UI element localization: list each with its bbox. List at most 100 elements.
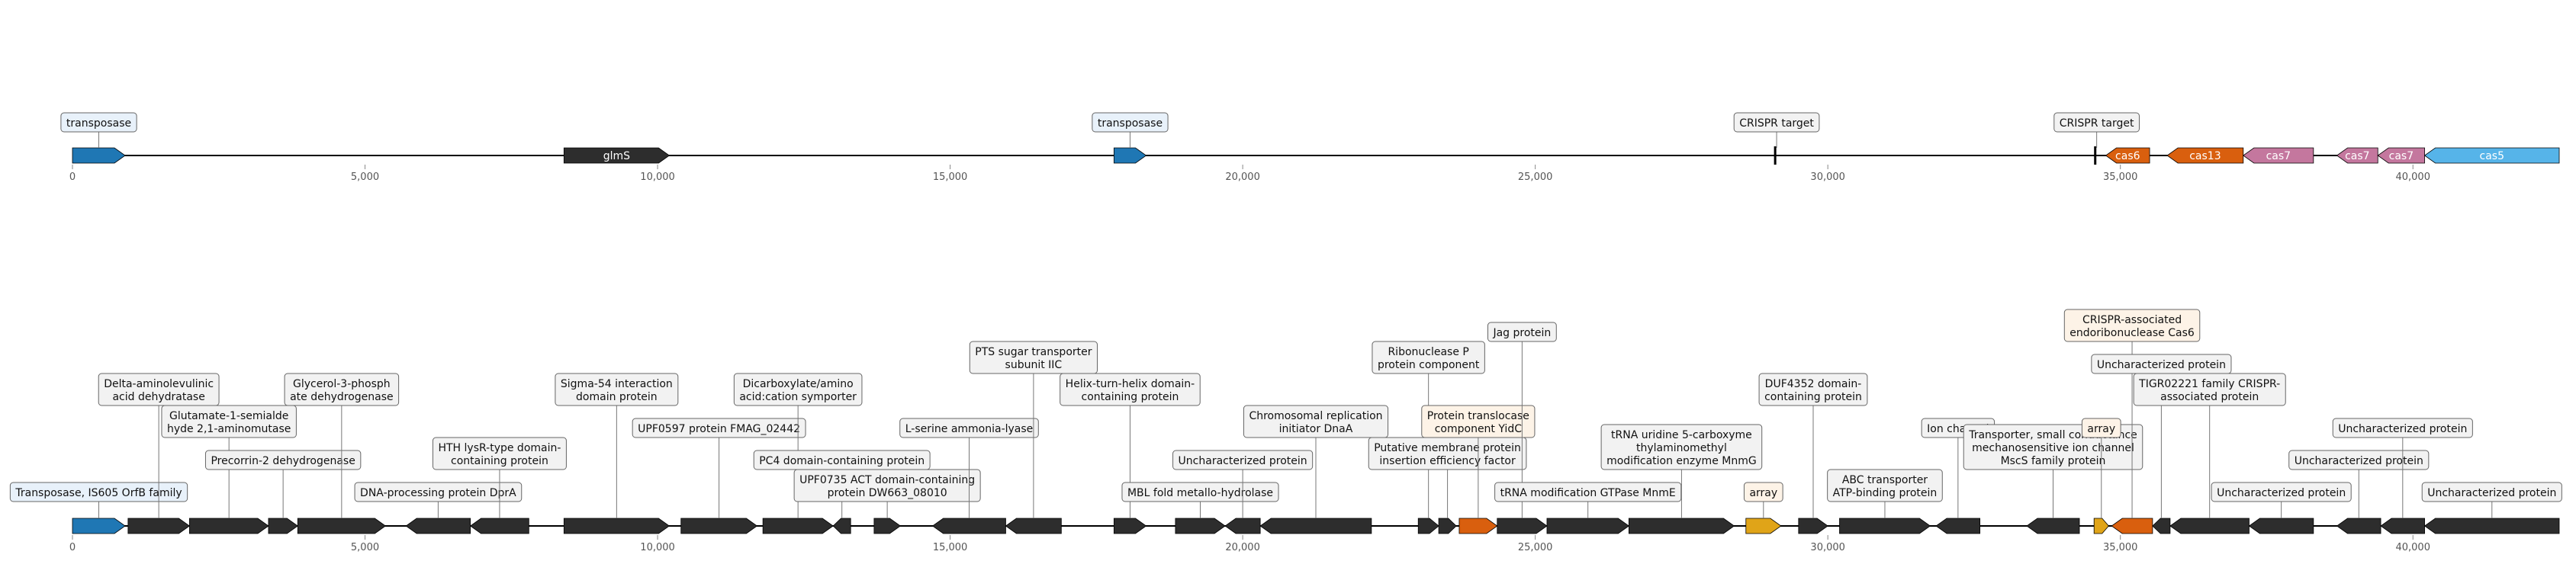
target-mark bbox=[1774, 146, 1777, 165]
gene-inner-label: cas6 bbox=[2115, 150, 2140, 162]
gene-arrow bbox=[1935, 518, 1981, 534]
gene-label: DNA-processing protein DprA bbox=[360, 487, 516, 499]
gene-arrow bbox=[2093, 518, 2109, 534]
gene-label: tRNA modification GTPase MnmE bbox=[1500, 487, 1676, 499]
gene-arrow bbox=[2377, 147, 2425, 164]
gene-label: Uncharacterized protein bbox=[2427, 487, 2556, 499]
gene-label-box bbox=[2053, 112, 2140, 133]
gene-label-box bbox=[1600, 424, 1763, 470]
gene-label-box bbox=[2081, 418, 2121, 438]
gene-label: Jag protein bbox=[1492, 327, 1551, 339]
gene-label: PC4 domain-containing protein bbox=[759, 455, 925, 467]
gene-arrow bbox=[1113, 518, 1147, 534]
gene-arrow bbox=[1798, 518, 1828, 534]
gene-arrow bbox=[1628, 518, 1735, 534]
gene-label-box bbox=[1494, 482, 1682, 502]
gene-label: Transposase, IS605 OrfB family bbox=[14, 487, 182, 499]
gene-arrow bbox=[268, 518, 299, 534]
gene-label-box bbox=[1758, 373, 1868, 406]
gene-label-box bbox=[2332, 418, 2473, 438]
gene-arrow bbox=[297, 518, 387, 534]
gene-label-box bbox=[2421, 482, 2562, 502]
axis-tick-label: 5,000 bbox=[351, 172, 379, 183]
gene-arrow bbox=[2166, 147, 2244, 164]
gene-label: transposase bbox=[1098, 117, 1163, 130]
gene-label: UPF0597 protein FMAG_02442 bbox=[638, 423, 800, 435]
gene-arrow bbox=[680, 518, 758, 534]
gene-arrow bbox=[2423, 147, 2560, 164]
gene-inner-label: cas5 bbox=[2480, 150, 2504, 162]
gene-label-box bbox=[555, 373, 679, 406]
gene-label-box bbox=[969, 341, 1098, 374]
axis-tick-label: 35,000 bbox=[2103, 542, 2138, 553]
axis-tick-label: 35,000 bbox=[2103, 172, 2138, 183]
gene-label-box bbox=[1733, 112, 1820, 133]
gene-label-box bbox=[632, 418, 806, 438]
gene-arrow bbox=[2243, 147, 2314, 164]
gene-arrow bbox=[1497, 518, 1548, 534]
gene-arrow bbox=[2336, 518, 2381, 534]
gene-inner-label: cas13 bbox=[2189, 150, 2221, 162]
gene-arrow bbox=[1175, 518, 1226, 534]
gene-label: Uncharacterized protein bbox=[1179, 455, 1307, 467]
gene-label-box bbox=[1743, 482, 1783, 502]
gene-label-box bbox=[354, 482, 523, 502]
gene-arrow bbox=[405, 518, 471, 534]
axis-tick-label: 10,000 bbox=[640, 542, 675, 553]
gene-label: Precorrin-2 dehydrogenase bbox=[211, 455, 355, 467]
gene-arrow bbox=[832, 518, 851, 534]
gene-arrow bbox=[72, 147, 126, 164]
gene-label-box bbox=[1060, 373, 1201, 406]
gene-label-box bbox=[1487, 322, 1557, 342]
gene-label: MBL fold metallo-hydrolase bbox=[1127, 487, 1273, 499]
gene-label-box bbox=[161, 405, 297, 438]
gene-label-box bbox=[2133, 373, 2286, 406]
gene-label: L-serine ammonia-lyase bbox=[905, 423, 1034, 435]
gene-arrow bbox=[2111, 518, 2153, 534]
gene-arrow bbox=[1745, 518, 1782, 534]
target-mark bbox=[2094, 146, 2097, 165]
gene-label-box bbox=[60, 112, 137, 133]
gene-label: array bbox=[2087, 423, 2115, 435]
gene-arrow bbox=[2152, 518, 2171, 534]
gene-label: Uncharacterized protein bbox=[2338, 423, 2467, 435]
gene-label: transposase bbox=[66, 117, 131, 130]
gene-label-box bbox=[204, 450, 362, 470]
gene-label-box bbox=[9, 482, 188, 502]
gene-arrow bbox=[2026, 518, 2080, 534]
gene-arrow bbox=[127, 518, 191, 534]
gene-arrow bbox=[2423, 518, 2560, 534]
gene-label-box bbox=[1121, 482, 1279, 502]
gene-arrow bbox=[931, 518, 1006, 534]
gene-label: Uncharacterized protein bbox=[2217, 487, 2346, 499]
axis-tick-label: 15,000 bbox=[933, 542, 968, 553]
gene-arrow bbox=[2380, 518, 2425, 534]
gene-label-box bbox=[2063, 309, 2201, 342]
gene-arrow bbox=[469, 518, 529, 534]
gene-arrow bbox=[1438, 518, 1457, 534]
gene-label-box bbox=[793, 469, 981, 502]
gene-label-box bbox=[2288, 450, 2430, 470]
gene-arrow bbox=[563, 518, 671, 534]
gene-label-box bbox=[1421, 405, 1536, 438]
gene-arrow bbox=[1259, 518, 1372, 534]
axis-tick-label: 25,000 bbox=[1518, 172, 1553, 183]
gene-inner-label: cas7 bbox=[2345, 150, 2369, 162]
gene-label-box bbox=[432, 437, 567, 470]
gene-arrow bbox=[762, 518, 834, 534]
gene-arrow bbox=[1458, 518, 1498, 534]
gene-label-box bbox=[733, 373, 863, 406]
gene-arrow bbox=[72, 518, 126, 534]
